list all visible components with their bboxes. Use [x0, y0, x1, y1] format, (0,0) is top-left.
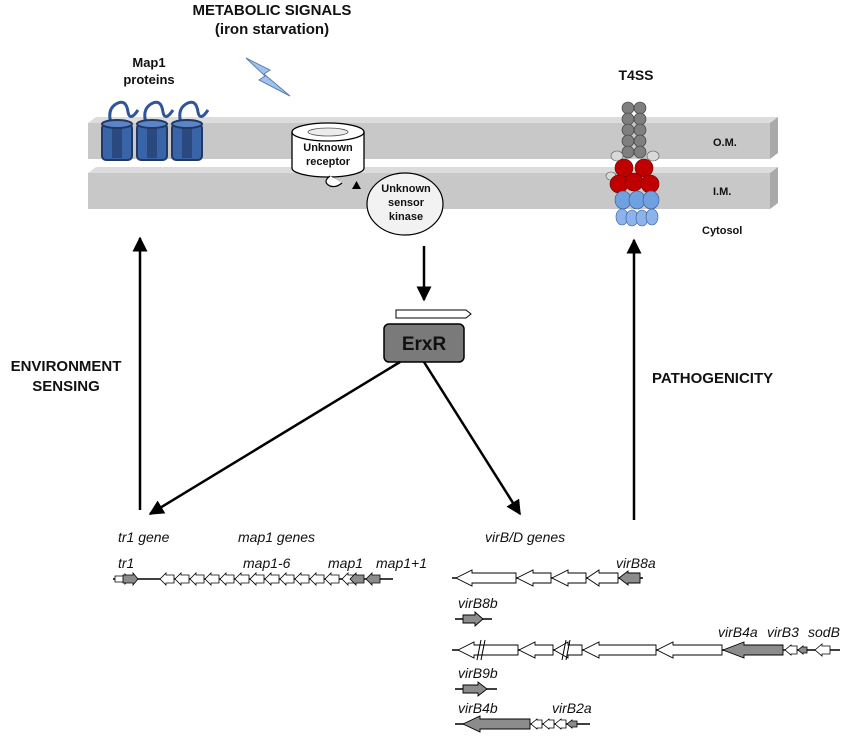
virb8b-label: virB8b: [458, 595, 498, 611]
kinase-label-2: sensor: [388, 197, 425, 209]
tr1-gene-title: tr1 gene: [118, 529, 170, 545]
erxr-to-virb-arrow: [422, 361, 522, 516]
map1-protein-icon: [136, 100, 175, 161]
map1-proteins-label-1: Map1: [132, 55, 165, 70]
map1-genes-title: map1 genes: [238, 529, 315, 545]
unknown-sensor-kinase: [366, 172, 444, 236]
virb4b-label: virB4b: [458, 700, 498, 716]
virb3-label: virB3: [767, 624, 799, 640]
t4ss-label: T4SS: [618, 67, 653, 83]
pathogenicity-label: PATHOGENICITY: [652, 370, 773, 387]
map1-protein-icon: [171, 100, 210, 161]
environment-sensing-label-2: SENSING: [32, 378, 100, 395]
virb4a-locus: [452, 639, 840, 661]
map1-label: map1: [328, 555, 363, 571]
environment-sensing-label-1: ENVIRONMENT: [11, 358, 122, 375]
kinase-label-3: kinase: [389, 211, 423, 223]
map1-6-label: map1-6: [243, 555, 291, 571]
erxr-to-tr1-arrow: [148, 360, 401, 516]
virb-genes-title: virB/D genes: [485, 529, 565, 545]
erxr-label: ErxR: [402, 334, 447, 355]
map1-protein-icon: [101, 100, 140, 161]
unknown-receptor: [291, 122, 365, 188]
t4ss-complex-icon: [605, 101, 660, 227]
signal-triangle-icon: [352, 181, 361, 189]
kinase-label-1: Unknown: [381, 183, 431, 195]
virb8a-locus: [452, 569, 643, 587]
receptor-label-2: receptor: [306, 156, 351, 168]
lightning-bolt-icon: [245, 57, 291, 97]
receptor-label-1: Unknown: [303, 142, 353, 154]
virb4a-label: virB4a: [718, 624, 758, 640]
erxr-gene-arrow: [395, 309, 472, 319]
map1-plus1-label: map1+1: [376, 555, 427, 571]
map1-proteins-label-2: proteins: [123, 72, 174, 87]
virb9b-label: virB9b: [458, 665, 498, 681]
sodb-label: sodB: [808, 624, 840, 640]
virb2a-label: virB2a: [552, 700, 592, 716]
outer-membrane-label: O.M.: [713, 137, 737, 149]
tr1-map1-locus: [113, 571, 393, 587]
iron-starvation-subtitle: (iron starvation): [215, 21, 329, 38]
virb4b-locus: [455, 715, 590, 733]
virb9b-locus: [455, 681, 497, 697]
virb8a-label: virB8a: [616, 555, 656, 571]
metabolic-signals-title: METABOLIC SIGNALS: [193, 2, 352, 19]
inner-membrane-label: I.M.: [713, 186, 731, 198]
cytosol-label: Cytosol: [702, 225, 742, 237]
virb8b-locus: [455, 611, 492, 627]
tr1-label: tr1: [118, 555, 134, 571]
